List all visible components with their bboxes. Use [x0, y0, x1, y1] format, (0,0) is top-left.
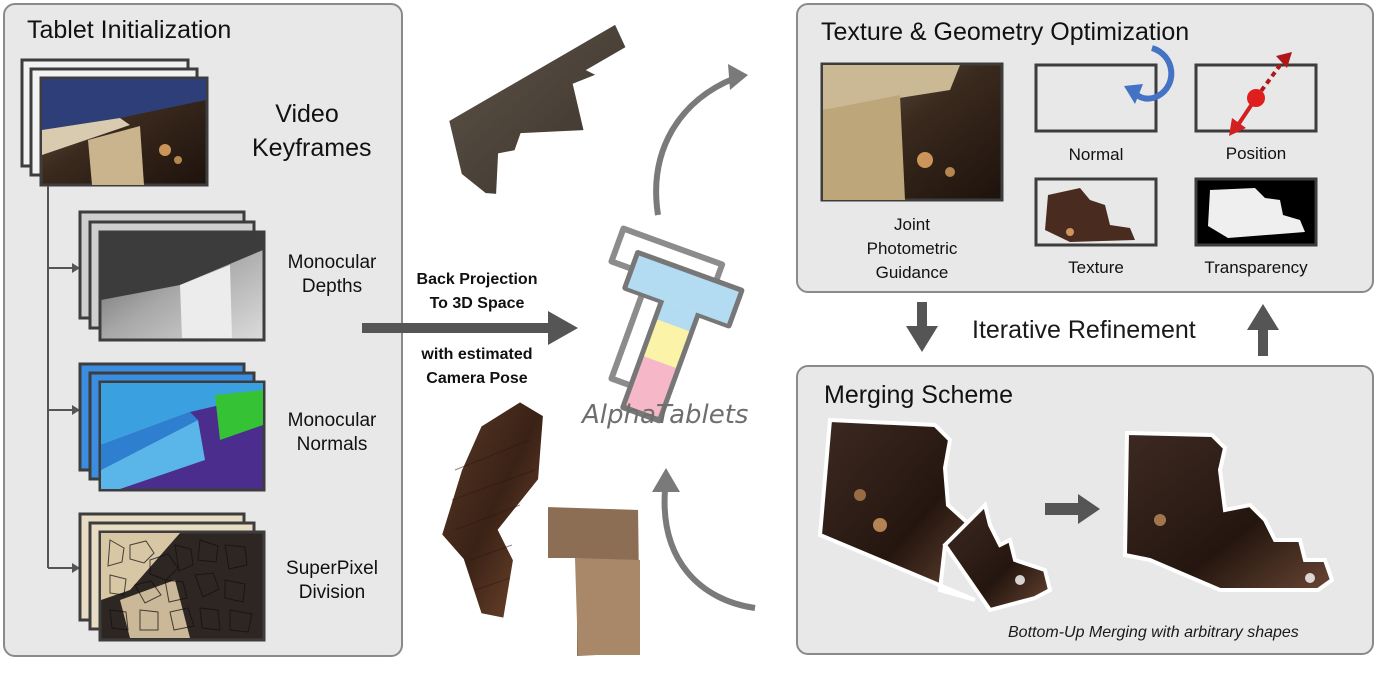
- superpixel-division-stack: [78, 512, 266, 642]
- tablet-fragment-wood: [437, 397, 548, 623]
- optimization-title: Texture & Geometry Optimization: [821, 18, 1190, 46]
- merging-caption: Bottom-Up Merging with arbitrary shapes: [1008, 624, 1299, 641]
- merge-arrow-icon: [1045, 494, 1100, 524]
- video-keyframes-stack: [20, 58, 209, 187]
- transparency-label: Transparency: [1204, 258, 1308, 277]
- down-arrow-icon: [906, 302, 938, 352]
- merging-scheme-title: Merging Scheme: [824, 381, 1013, 409]
- normal-label: Normal: [1068, 145, 1124, 164]
- iterative-refinement-label: Iterative Refinement: [972, 316, 1196, 344]
- up-arrow-icon: [1247, 304, 1279, 356]
- transparency-box: [1194, 177, 1318, 247]
- position-box: [1194, 63, 1318, 133]
- monocular-normals-stack: [78, 362, 266, 492]
- tree-connector: [47, 186, 72, 569]
- texture-box: [1034, 177, 1158, 247]
- back-projection-arrow: [362, 311, 578, 345]
- alphatablets-logo-text: AlphaTablets: [582, 400, 749, 430]
- normal-rotation-icon: [1124, 45, 1175, 104]
- tablet-fragment-wall: [544, 502, 645, 661]
- monocular-depths-stack: [78, 210, 266, 342]
- alphatablets-logo-icon: [608, 225, 745, 424]
- texture-label: Texture: [1068, 258, 1124, 277]
- merge-after-tablet: [1122, 430, 1335, 592]
- position-label: Position: [1225, 144, 1287, 163]
- tablet-initialization-title: Tablet Initialization: [27, 16, 232, 44]
- tablet-fragment-top: [444, 19, 631, 199]
- position-move-icon: [1229, 52, 1292, 136]
- merge-before-tablets: [817, 417, 1053, 613]
- joint-photometric-image: [820, 62, 1004, 202]
